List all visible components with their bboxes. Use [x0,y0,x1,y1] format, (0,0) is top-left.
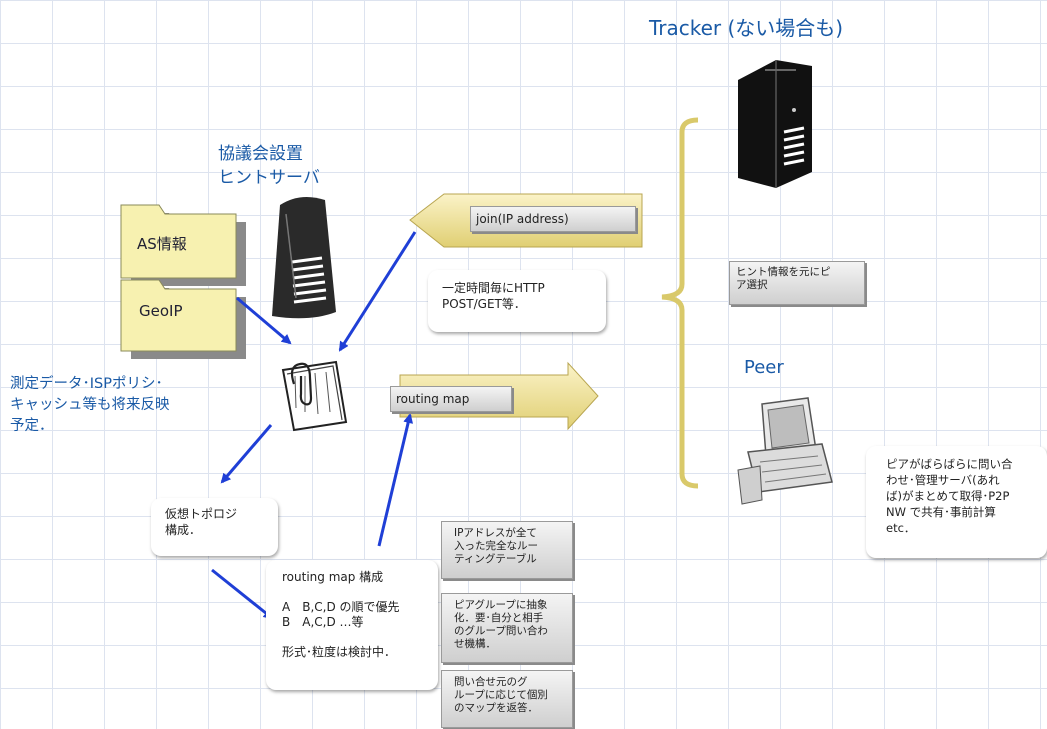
measurement-note: 測定データ･ISPポリシ･ キャッシュ等も将来反映 予定． [10,376,170,434]
full-table-box: IPアドレスが全て 入った完全なルー ティングテーブル [441,521,573,579]
peer-group-box: ピアグループに抽象 化．要･自分と相手 のグループ問い合わ せ機構． [441,593,573,663]
tracker-title: Tracker (ない場合も) [649,16,844,40]
hint-select-box: ヒント情報を元にピ ア選択 [729,261,865,305]
routing-map-compose-note: routing map 構成 A B,C,D の順で優先 B A,C,D …等 … [266,560,438,690]
as-info-folder-icon [120,204,246,286]
http-post-note: 一定時間毎にHTTP POST/GET等． [428,270,606,332]
virtual-topology-note: 仮想トポロジ 構成． [151,498,278,556]
routing-map-label: routing map [390,386,512,412]
geoip-folder-icon [120,279,246,359]
geoip-label: GeoIP [139,302,183,320]
peer-group-brace [661,117,699,489]
tracker-server-icon [738,60,812,188]
hint-server-icon [272,196,336,319]
hint-server-label: 協議会設置 ヒントサーバ [218,144,320,188]
peer-note: ピアがばらばらに問い合 わせ･管理サーバ(あれ ば)がまとめて取得･P2P NW… [866,446,1047,558]
flow-arrows [211,231,417,620]
peer-computer-icon [737,397,833,505]
join-label: join(IP address) [470,206,636,232]
document-icon [281,360,348,432]
per-group-box: 問い合せ元のグ ループに応じて個別 のマップを返答． [441,670,573,728]
as-info-label: AS情報 [137,235,187,253]
peer-label: Peer [744,357,784,378]
